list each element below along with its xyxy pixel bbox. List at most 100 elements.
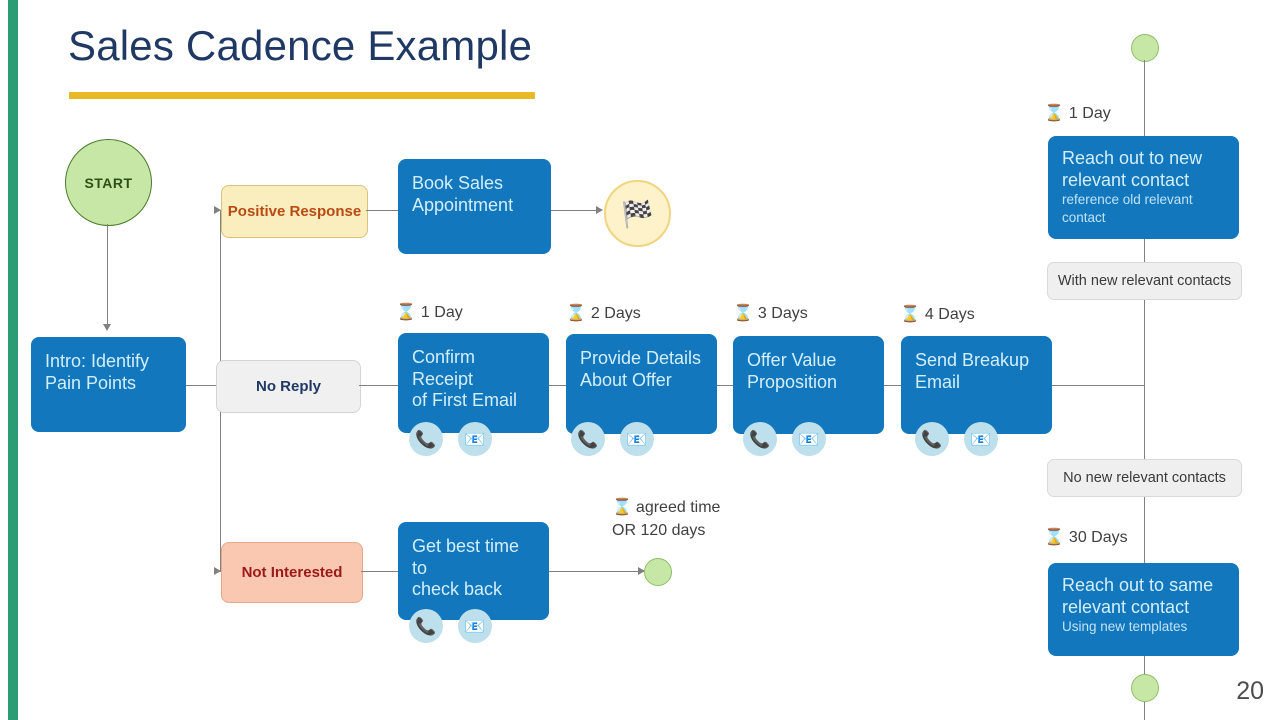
step-3-email-icon[interactable]: 📧 — [792, 422, 826, 456]
phone-glyph: 📞 — [749, 429, 771, 449]
branch-positive-response-label: Positive Response — [227, 203, 362, 220]
branch-positive-response[interactable]: Positive Response — [221, 185, 368, 238]
right-top-day-caption: ⌛ 1 Day — [1044, 105, 1111, 123]
newcontact-title-line2: relevant contact — [1062, 169, 1190, 190]
hourglass-icon: ⌛ — [396, 304, 416, 321]
step-2-phone-icon[interactable]: 📞 — [571, 422, 605, 456]
arrowhead-checkback-to-end — [638, 567, 645, 575]
connector-notinterested-to-box — [361, 571, 399, 572]
start-node-label: START — [84, 174, 133, 191]
connector-step3-to-step4 — [884, 385, 902, 386]
step-1-email-icon[interactable]: 📧 — [458, 422, 492, 456]
arrowhead-book-to-finish — [596, 206, 603, 214]
step-2-day-caption: ⌛ 2 Days — [566, 305, 641, 323]
right-bottom-day-caption: ⌛ 30 Days — [1044, 529, 1128, 547]
checkback-timing-caption: ⌛agreed time OR 120 days — [612, 496, 720, 542]
email-glyph: 📧 — [798, 429, 820, 449]
step-2-title-line1: Provide Details — [580, 348, 702, 368]
node-get-best-time-to-check-back[interactable]: Get best time to check back — [398, 522, 549, 620]
arrowhead-to-positive — [214, 206, 221, 214]
step-2-email-icon[interactable]: 📧 — [620, 422, 654, 456]
newcontact-title-line1: Reach out to new — [1062, 148, 1203, 168]
node-intro-identify-pain-points[interactable]: Intro: Identify Pain Points — [31, 337, 186, 432]
node-book-sales-appointment[interactable]: Book Sales Appointment — [398, 159, 551, 254]
node-cadence-step-4[interactable]: Send Breakup Email — [901, 336, 1052, 434]
flag-glyph: 🏁 — [621, 198, 654, 229]
connector-intro-out — [186, 385, 220, 386]
branch-no-reply-label: No Reply — [255, 378, 321, 395]
connector-step2-to-step3 — [717, 385, 734, 386]
node-cadence-step-2[interactable]: Provide Details About Offer — [566, 334, 717, 434]
newcontact-subtitle-line1: reference old relevant — [1062, 192, 1193, 208]
step-4-email-icon[interactable]: 📧 — [964, 422, 998, 456]
arrowhead-start-to-intro — [103, 324, 111, 331]
right-column-spine — [1144, 60, 1145, 720]
step-1-phone-icon[interactable]: 📞 — [409, 422, 443, 456]
phone-glyph: 📞 — [415, 429, 437, 449]
page-title: Sales Cadence Example — [68, 22, 533, 69]
hourglass-icon: ⌛ — [1044, 105, 1064, 122]
branch-not-interested-label: Not Interested — [241, 564, 343, 581]
node-reach-out-same-contact[interactable]: Reach out to same relevant contact Using… — [1048, 563, 1239, 656]
label-with-new-relevant-contacts: With new relevant contacts — [1047, 262, 1242, 300]
left-accent-bar — [8, 0, 18, 720]
email-glyph: 📧 — [464, 429, 486, 449]
connector-step1-to-step2 — [549, 385, 567, 386]
step-2-title-line2: About Offer — [580, 369, 672, 390]
node-intro-line2: Pain Points — [45, 372, 137, 393]
hourglass-icon: ⌛ — [612, 499, 632, 516]
step-4-phone-icon[interactable]: 📞 — [915, 422, 949, 456]
step-3-day-label: 3 Days — [757, 305, 808, 322]
checkback-timing-line1: agreed time — [635, 499, 721, 516]
label-with-new-text: With new relevant contacts — [1057, 273, 1232, 289]
step-1-title-line1: Confirm Receipt — [412, 347, 476, 389]
connector-book-to-finish — [551, 210, 601, 211]
node-cadence-step-3[interactable]: Offer Value Proposition — [733, 336, 884, 434]
samecontact-subtitle: Using new templates — [1062, 619, 1188, 635]
step-2-day-label: 2 Days — [590, 305, 641, 322]
samecontact-title-line1: Reach out to same — [1062, 575, 1214, 595]
title-underline-rule — [69, 92, 535, 99]
node-book-line1: Book Sales — [412, 173, 504, 193]
step-3-phone-icon[interactable]: 📞 — [743, 422, 777, 456]
connector-step4-to-right-column — [1052, 385, 1144, 386]
node-intro-line1: Intro: Identify — [45, 351, 150, 371]
phone-glyph: 📞 — [577, 429, 599, 449]
right-top-day-label: 1 Day — [1068, 105, 1111, 122]
checkered-flag-icon: 🏁 — [604, 180, 671, 247]
end-node-checkback — [644, 558, 672, 586]
label-no-new-text: No new relevant contacts — [1063, 470, 1226, 486]
node-cadence-step-1[interactable]: Confirm Receipt of First Email — [398, 333, 549, 433]
hourglass-icon: ⌛ — [566, 305, 586, 322]
checkback-line1: Get best time to — [412, 536, 520, 578]
checkback-phone-icon[interactable]: 📞 — [409, 609, 443, 643]
hourglass-icon: ⌛ — [1044, 529, 1064, 546]
connector-positive-to-book — [366, 210, 401, 211]
step-3-title-line2: Proposition — [747, 371, 838, 392]
step-1-day-caption: ⌛ 1 Day — [396, 304, 463, 322]
step-1-day-label: 1 Day — [420, 304, 463, 321]
checkback-timing-line2: OR 120 days — [612, 522, 706, 540]
checkback-line2: check back — [412, 579, 503, 600]
phone-glyph: 📞 — [921, 429, 943, 449]
hourglass-icon: ⌛ — [733, 305, 753, 322]
email-glyph: 📧 — [464, 616, 486, 636]
right-column-start-node — [1131, 34, 1159, 62]
step-4-title-line1: Send Breakup — [915, 350, 1030, 370]
step-1-title-line2: of First Email — [412, 390, 518, 411]
right-bottom-day-label: 30 Days — [1068, 529, 1128, 546]
connector-noreply-to-step1 — [359, 385, 400, 386]
newcontact-subtitle-line2: contact — [1062, 210, 1106, 226]
branch-no-reply[interactable]: No Reply — [216, 360, 361, 413]
start-node[interactable]: START — [65, 139, 152, 226]
hourglass-icon: ⌛ — [900, 306, 920, 323]
node-book-line2: Appointment — [412, 194, 514, 215]
page-number: 20 — [1236, 677, 1264, 705]
node-reach-out-new-contact[interactable]: Reach out to new relevant contact refere… — [1048, 136, 1239, 239]
phone-glyph: 📞 — [415, 616, 437, 636]
checkback-email-icon[interactable]: 📧 — [458, 609, 492, 643]
connector-start-to-intro — [107, 224, 108, 324]
branch-not-interested[interactable]: Not Interested — [221, 542, 363, 603]
step-4-title-line2: Email — [915, 371, 961, 392]
